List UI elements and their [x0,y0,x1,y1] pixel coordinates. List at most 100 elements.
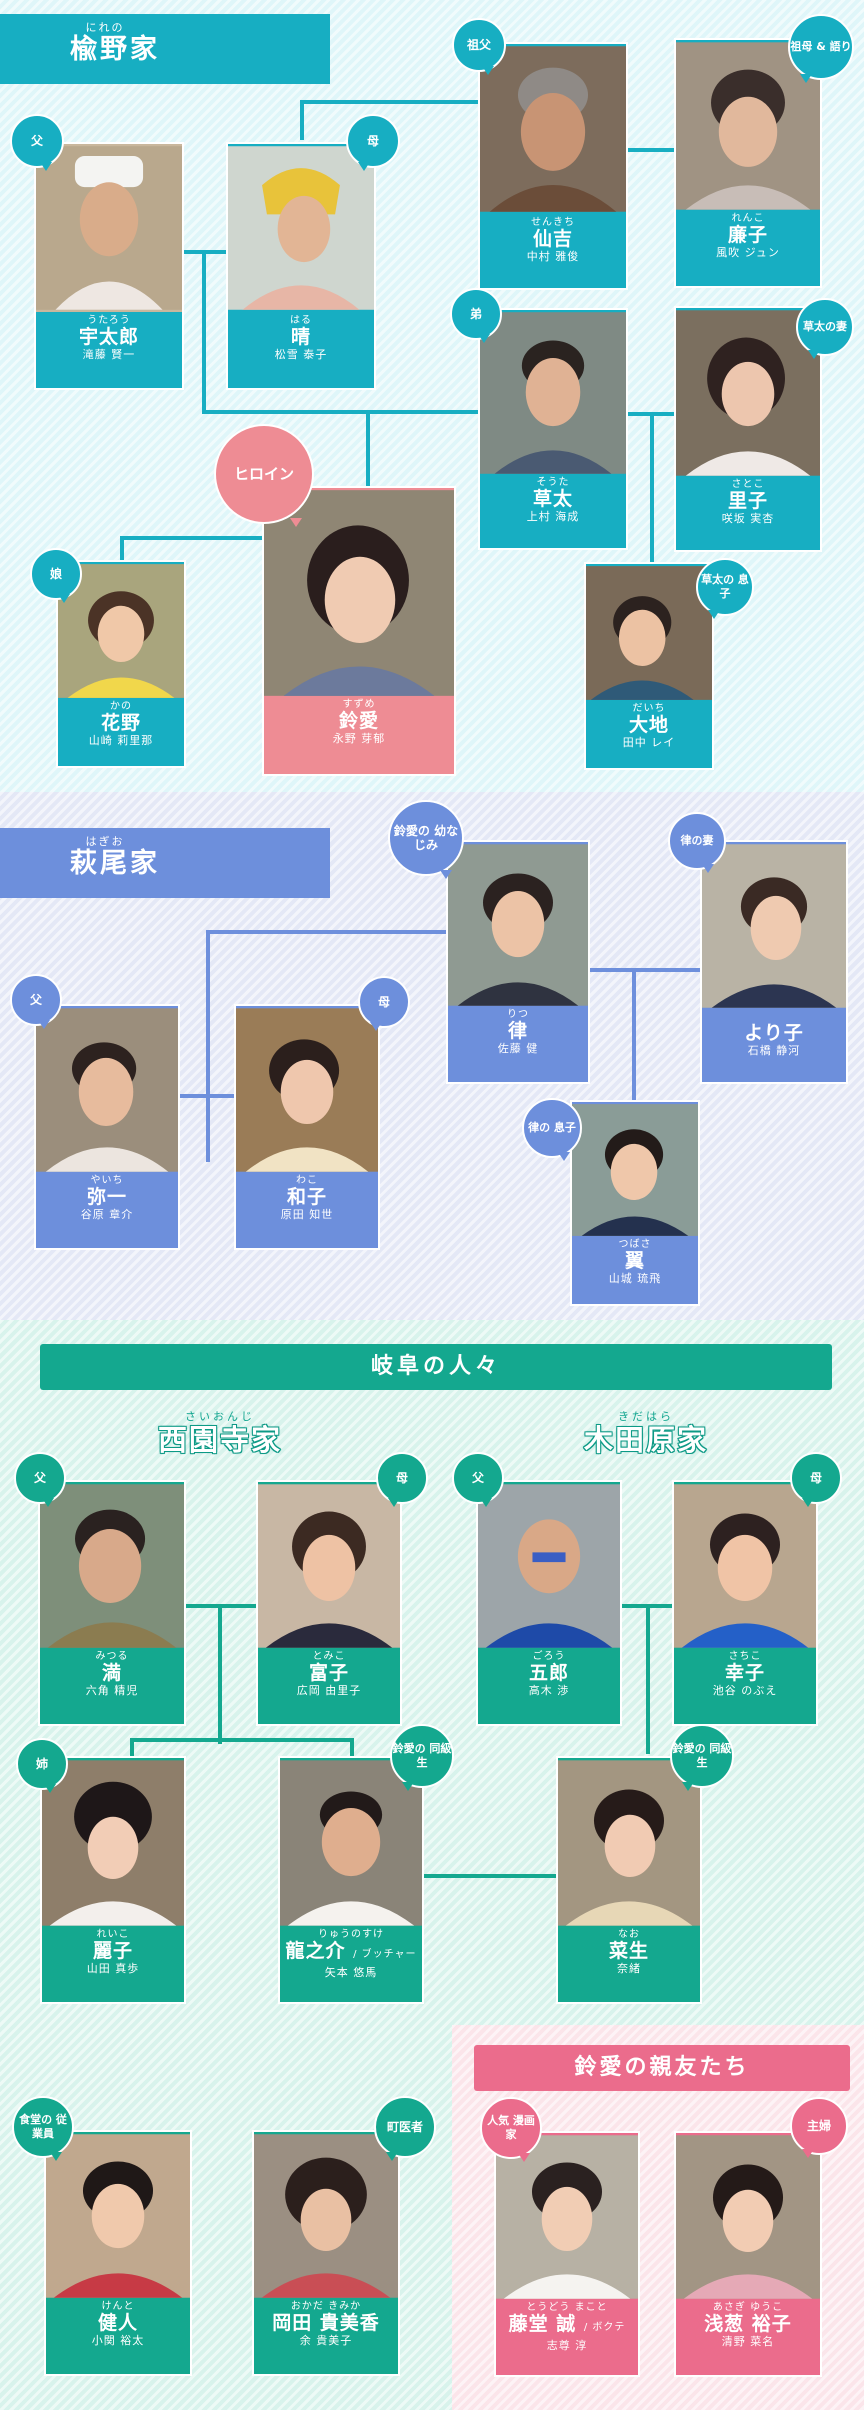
card-sachiko[interactable]: さちこ 幸子 池谷 のぶえ 母 [672,1480,818,1726]
card-asagi[interactable]: あさぎ ゆうこ 浅葱 裕子 清野 菜名 主婦 [674,2131,822,2377]
card-kento[interactable]: けんと 健人 小関 裕太 食堂の 従業員 [44,2130,192,2376]
yomi-suzume: すずめ [264,699,454,710]
card-daichi[interactable]: だいち 大地 田中 レイ 草太の 息子 [584,562,714,770]
badge-reiko: 姉 [16,1738,68,1790]
kidahara-family-title: きだはら 木田原家 [566,1410,726,1457]
actor-todo: 志尊 淳 [496,2339,638,2353]
badge-ryunosuke: 鈴愛の 同級生 [390,1724,454,1788]
actor-wako: 原田 知世 [236,1208,378,1222]
badge-kento: 食堂の 従業員 [12,2096,74,2158]
yomi-renko: れんこ [676,213,820,224]
role-nao: 菜生 [558,1940,700,1962]
card-souta[interactable]: そうた 草太 上村 海成 弟 [478,308,628,550]
role-renko: 廉子 [676,224,820,246]
role-tsubasa: 翼 [572,1250,698,1272]
photo-ryunosuke [280,1758,422,1928]
actor-renko: 風吹 ジュン [676,246,820,260]
card-yoriko[interactable]: より子 石橋 静河 律の妻 [700,840,848,1084]
role-ryunosuke-name: 龍之介 [285,1940,345,1962]
role-ryunosuke-suffix: / ブッチャー [353,1949,416,1960]
card-suzume[interactable]: すずめ 鈴愛 永野 芽郁 ヒロイン [262,486,456,776]
photo-okada [254,2132,398,2300]
actor-yoriko: 石橋 静河 [702,1044,846,1058]
badge-wako: 母 [358,976,410,1028]
card-okada[interactable]: おかだ きみか 岡田 貴美香 余 貴美子 町医者 [252,2130,400,2376]
yomi-daichi: だいち [586,703,712,714]
yomi-wako: わこ [236,1175,378,1186]
card-yaichi[interactable]: やいち 弥一 谷原 章介 父 [34,1004,180,1250]
yomi-todo: とうどう まこと [496,2302,638,2313]
role-okada: 岡田 貴美香 [254,2312,398,2334]
actor-kento: 小関 裕太 [46,2334,190,2348]
card-kano[interactable]: かの 花野 山崎 莉里那 娘 [56,560,186,768]
role-kano: 花野 [58,712,184,734]
actor-satoko: 咲坂 実杏 [676,512,820,526]
hagio-ruby: はぎお [0,828,330,848]
yomi-kano: かの [58,701,184,712]
photo-haru [228,144,374,312]
role-yaichi: 弥一 [36,1186,178,1208]
badge-yoriko: 律の妻 [668,812,726,870]
badge-ritsu: 鈴愛の 幼なじみ [388,800,464,876]
role-ryunosuke: 龍之介 / ブッチャー [280,1940,422,1966]
actor-tomiko: 広岡 由里子 [258,1684,400,1698]
actor-asagi: 清野 菜名 [676,2335,820,2349]
card-todo[interactable]: とうどう まこと 藤堂 誠 / ボクテ 志尊 淳 人気 漫画家 [494,2131,640,2377]
role-daichi: 大地 [586,714,712,736]
card-wako[interactable]: わこ 和子 原田 知世 母 [234,1004,380,1250]
badge-satoko: 草太の妻 [796,298,854,356]
photo-ritsu [448,842,588,1008]
yomi-tomiko: とみこ [258,1651,400,1662]
gifu-banner: 岐阜の人々 [40,1344,832,1390]
card-nao[interactable]: なお 菜生 奈緒 鈴愛の 同級生 [556,1756,702,2004]
actor-okada: 余 貴美子 [254,2334,398,2348]
role-ritsu: 律 [448,1020,588,1042]
role-satoko: 里子 [676,490,820,512]
card-tsubasa[interactable]: つばさ 翼 山城 琉飛 律の 息子 [570,1100,700,1306]
badge-renko: 祖母 & 語り [788,14,854,80]
badge-suzume: ヒロイン [214,424,314,524]
card-ritsu[interactable]: りつ 律 佐藤 健 鈴愛の 幼なじみ [446,840,590,1084]
actor-senkichi: 中村 雅俊 [480,250,626,264]
card-goro[interactable]: ごろう 五郎 高木 渉 父 [476,1480,622,1726]
card-reiko[interactable]: れいこ 麗子 山田 真歩 姉 [40,1756,186,2004]
card-tomiko[interactable]: とみこ 富子 広岡 由里子 母 [256,1480,402,1726]
yomi-yoriko [702,1011,846,1022]
yomi-asagi: あさぎ ゆうこ [676,2302,820,2313]
actor-souta: 上村 海成 [480,510,626,524]
photo-wako [236,1006,378,1174]
role-asagi: 浅葱 裕子 [676,2313,820,2335]
hagio-family-title: はぎお 萩尾家 [0,828,330,898]
role-haru: 晴 [228,326,374,348]
actor-reiko: 山田 真歩 [42,1962,184,1976]
yomi-ritsu: りつ [448,1009,588,1020]
card-haru[interactable]: はる 晴 松雪 泰子 母 [226,142,376,390]
card-utaro[interactable]: うたろう 宇太郎 滝藤 賢一 父 [34,142,184,390]
nireno-name: 楡野家 [0,34,330,66]
card-mitsuru[interactable]: みつる 満 六角 精児 父 [38,1480,186,1726]
badge-todo: 人気 漫画家 [480,2097,542,2159]
card-senkichi[interactable]: せんきち 仙吉 中村 雅俊 祖父 [478,42,628,290]
photo-mitsuru [40,1482,184,1650]
friends-section: 鈴愛の親友たち とうどう まこと 藤堂 誠 / ボクテ 志尊 淳 人気 漫画家 … [452,2025,864,2410]
friends-banner: 鈴愛の親友たち [474,2045,850,2091]
nireno-family-section: にれの 楡野家 うたろう 宇太郎 滝藤 賢一 父 はる 晴 松雪 泰子 母 [0,0,864,792]
card-renko[interactable]: れんこ 廉子 風吹 ジュン 祖母 & 語り [674,38,822,288]
badge-haru: 母 [346,114,400,168]
photo-yaichi [36,1006,178,1174]
photo-utaro [36,144,182,312]
actor-kano: 山崎 莉里那 [58,734,184,748]
role-wako: 和子 [236,1186,378,1208]
role-goro: 五郎 [478,1662,620,1684]
card-satoko[interactable]: さとこ 里子 咲坂 実杏 草太の妻 [674,306,822,552]
yomi-reiko: れいこ [42,1929,184,1940]
kidahara-name: 木田原家 [566,1423,726,1457]
card-ryunosuke[interactable]: りゅうのすけ 龍之介 / ブッチャー 矢本 悠馬 鈴愛の 同級生 [278,1756,424,2004]
role-reiko: 麗子 [42,1940,184,1962]
hagio-name: 萩尾家 [0,848,330,880]
actor-utaro: 滝藤 賢一 [36,348,182,362]
actor-sachiko: 池谷 のぶえ [674,1684,816,1698]
yomi-satoko: さとこ [676,479,820,490]
badge-daichi: 草太の 息子 [696,558,754,616]
actor-tsubasa: 山城 琉飛 [572,1272,698,1286]
